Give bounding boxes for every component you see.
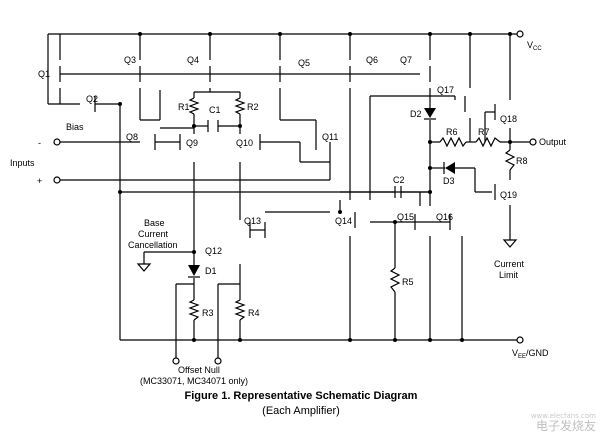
r4-label: R4 bbox=[248, 308, 260, 318]
watermark-url: www.elecfans.com bbox=[530, 412, 596, 420]
q19-label: Q19 bbox=[500, 190, 517, 200]
q10-label: Q10 bbox=[236, 138, 253, 148]
capacitors bbox=[207, 120, 402, 198]
base-current-label-3: Cancellation bbox=[128, 240, 178, 250]
q1-label: Q1 bbox=[38, 69, 50, 79]
r1-label: R1 bbox=[178, 102, 190, 112]
base-current-label-1: Base bbox=[144, 218, 165, 228]
c2-label: C2 bbox=[393, 175, 405, 185]
vee-label: VEE/GND bbox=[512, 348, 549, 360]
q4-label: Q4 bbox=[187, 55, 199, 65]
q11-label: Q11 bbox=[322, 132, 338, 142]
d2-label: D2 bbox=[410, 109, 422, 119]
bias-label: Bias bbox=[66, 122, 84, 132]
output-label: Output bbox=[539, 137, 567, 147]
q6-label: Q6 bbox=[366, 55, 378, 65]
offset-null-label-2: (MC33071, MC34071 only) bbox=[140, 376, 248, 386]
transistor-symbols bbox=[59, 66, 496, 238]
watermark-logo: 电子发烧友 bbox=[535, 419, 596, 433]
q3-label: Q3 bbox=[124, 55, 136, 65]
q2-label: Q2 bbox=[86, 94, 98, 104]
junction-dots bbox=[118, 32, 512, 342]
figure-subtitle: (Each Amplifier) bbox=[262, 405, 340, 417]
q5-label: Q5 bbox=[298, 58, 310, 68]
ground-symbols bbox=[136, 239, 518, 272]
r8-label: R8 bbox=[516, 156, 528, 166]
vcc-label: VCC bbox=[527, 40, 542, 52]
figure-title: Figure 1. Representative Schematic Diagr… bbox=[184, 390, 418, 402]
offset-null-label-1: Offset Null bbox=[178, 365, 220, 375]
r5-label: R5 bbox=[402, 277, 414, 287]
q13-label: Q13 bbox=[244, 216, 261, 226]
labels: VCC VEE/GND Q1 Q2 Q3 Q4 Q5 Q6 Q7 Q8 Q9 Q… bbox=[10, 40, 567, 386]
r6-label: R6 bbox=[446, 127, 458, 137]
q18-label: Q18 bbox=[500, 114, 517, 124]
d3-label: D3 bbox=[443, 176, 455, 186]
wires bbox=[47, 33, 530, 358]
current-limit-label-1: Current bbox=[494, 259, 525, 269]
q14-label: Q14 bbox=[335, 216, 352, 226]
q12-label: Q12 bbox=[205, 246, 222, 256]
r3-label: R3 bbox=[202, 308, 214, 318]
terminals bbox=[53, 30, 537, 365]
r7-label: R7 bbox=[478, 127, 490, 137]
inputs-label: Inputs bbox=[10, 158, 35, 168]
inverting-input-sign: - bbox=[38, 138, 41, 148]
q7-label: Q7 bbox=[400, 55, 412, 65]
base-current-label-2: Current bbox=[138, 229, 169, 239]
q9-label: Q9 bbox=[186, 138, 198, 148]
resistors bbox=[188, 97, 516, 321]
d1-label: D1 bbox=[205, 266, 217, 276]
noninverting-input-sign: + bbox=[37, 176, 42, 186]
diodes bbox=[188, 108, 455, 278]
r2-label: R2 bbox=[247, 102, 259, 112]
q16-label: Q16 bbox=[436, 212, 453, 222]
c1-label: C1 bbox=[209, 105, 221, 115]
q15-label: Q15 bbox=[397, 212, 414, 222]
q17-label: Q17 bbox=[437, 85, 454, 95]
q8-label: Q8 bbox=[126, 132, 138, 142]
current-limit-label-2: Limit bbox=[499, 270, 519, 280]
